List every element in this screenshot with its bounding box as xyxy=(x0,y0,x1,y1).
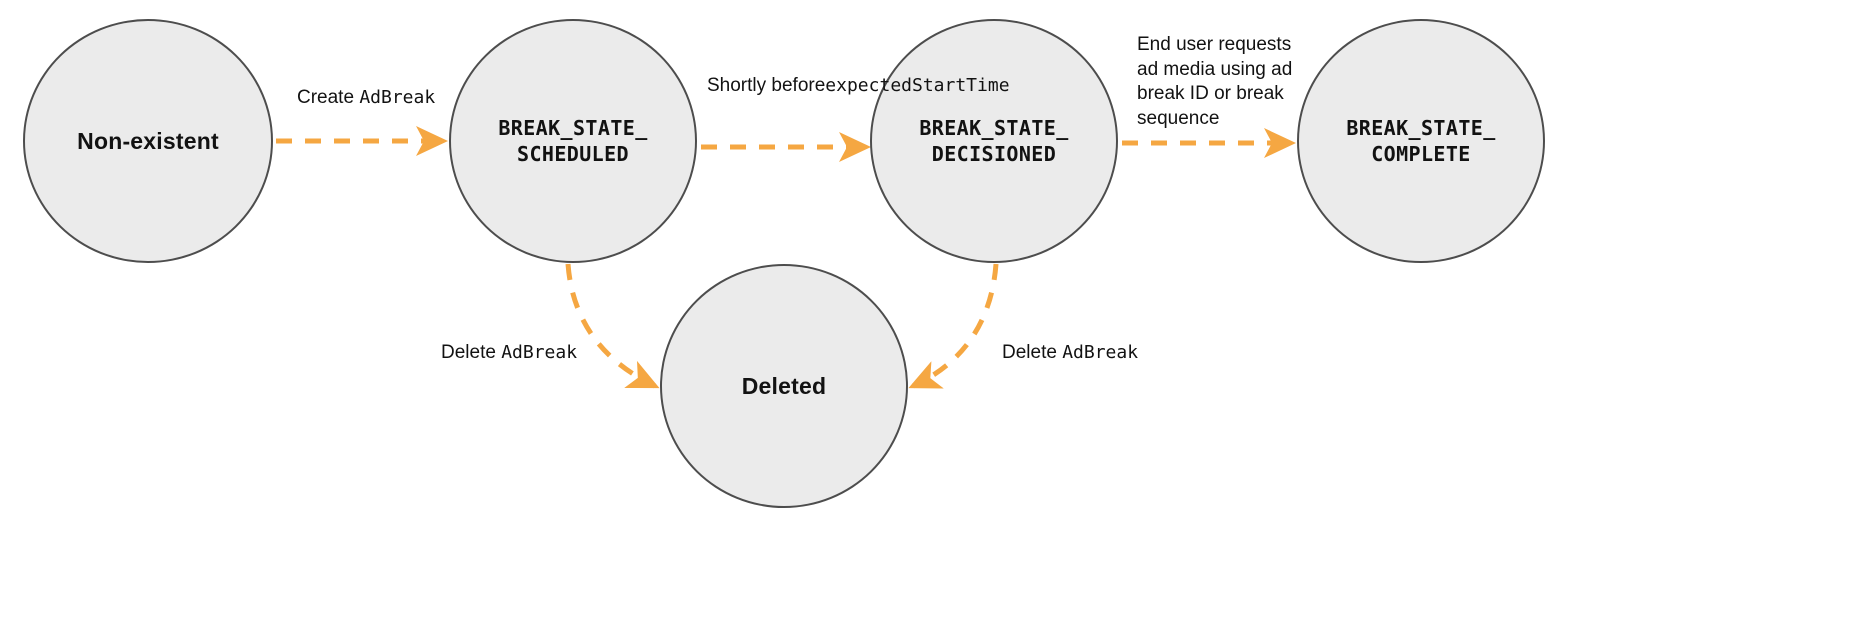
state-node-non-existent[interactable]: Non-existent xyxy=(23,19,273,263)
edge-label-decisioned-to-complete: End user requests ad media using ad brea… xyxy=(1137,33,1292,132)
edge-label-decisioned-to-deleted: Delete AdBreak xyxy=(1002,341,1138,366)
state-node-label: BREAK_STATE_ DECISIONED xyxy=(919,115,1069,166)
edge-decisioned-to-deleted xyxy=(908,263,999,389)
edge-scheduled-to-deleted xyxy=(565,263,660,389)
edge-label-text: Create xyxy=(297,87,360,108)
edge-label-text: End user requests ad media using ad brea… xyxy=(1137,34,1293,130)
state-node-break-state-complete[interactable]: BREAK_STATE_ COMPLETE xyxy=(1297,19,1545,263)
edge-label-code: AdBreak xyxy=(1062,342,1139,363)
state-node-label: Non-existent xyxy=(77,127,219,154)
state-node-break-state-scheduled[interactable]: BREAK_STATE_ SCHEDULED xyxy=(449,19,697,263)
edge-label-scheduled-to-decisioned: Shortly beforeexpectedStartTime xyxy=(707,74,1010,99)
edge-label-code: expectedStartTime xyxy=(825,75,1010,96)
edge-label-code: AdBreak xyxy=(359,87,436,108)
edge-label-scheduled-to-deleted: Delete AdBreak xyxy=(441,341,577,366)
state-node-label: BREAK_STATE_ SCHEDULED xyxy=(498,115,648,166)
state-node-label: BREAK_STATE_ COMPLETE xyxy=(1346,115,1496,166)
state-node-deleted[interactable]: Deleted xyxy=(660,264,908,508)
edge-label-code: AdBreak xyxy=(501,342,578,363)
edge-label-text: Delete xyxy=(441,342,502,363)
edge-label-create-adbreak: Create AdBreak xyxy=(297,86,435,111)
state-node-label: Deleted xyxy=(741,372,827,399)
edge-label-text: Delete xyxy=(1002,342,1063,363)
edge-label-text: Shortly before xyxy=(707,75,826,96)
state-node-break-state-decisioned[interactable]: BREAK_STATE_ DECISIONED xyxy=(870,19,1118,263)
